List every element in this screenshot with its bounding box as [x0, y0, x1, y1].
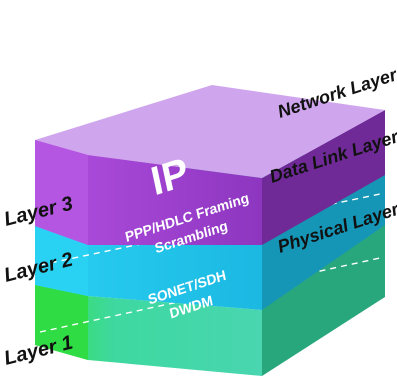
layer-3-block [35, 85, 385, 245]
layer-3-front [35, 140, 262, 245]
layer-2-side [262, 175, 385, 310]
layer-2-front [35, 226, 262, 310]
layer-1-front [35, 285, 262, 376]
layer-1-left-face [35, 285, 88, 360]
layer-3-left-face [35, 140, 88, 245]
layer-3-top [35, 85, 385, 178]
layer-3-side [262, 110, 385, 245]
layer-1-dash [39, 257, 381, 333]
layer-2-left-face [35, 226, 88, 296]
